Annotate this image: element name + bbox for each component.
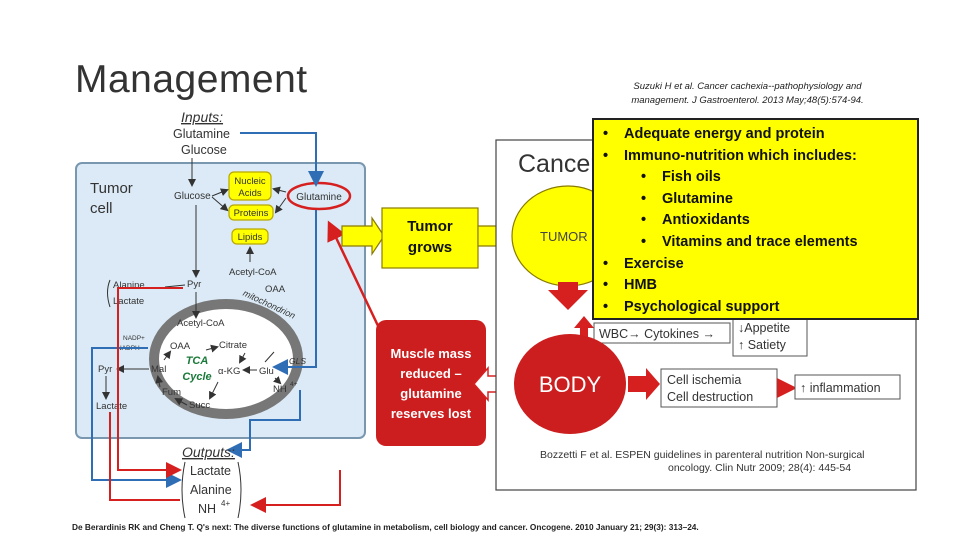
oaa-cytosol: OAA [265,284,286,295]
mal-node: Mal [151,364,166,375]
tumor-grows-box [381,207,479,269]
body-feedback-arrow [574,316,594,338]
input-glutamine: Glutamine [173,127,230,141]
inputs-label: Inputs: [181,109,223,125]
inflammation-box [794,374,901,400]
ischemia-box [660,368,778,408]
nh4-node: NH [273,384,287,395]
acetyl-coa-cytosol: Acetyl-CoA [229,267,277,278]
glucose-node: Glucose [174,191,211,202]
wbc-box [593,322,731,344]
alpha-kg-node: α-KG [218,366,240,377]
mitochondrion-shape [149,299,303,419]
sub-bullet-item: Fish oils [594,167,917,189]
tumor-cell-label-1: Tumor [90,180,133,197]
sub-bullet-item: Glutamine [594,189,917,211]
lactate-node: Lactate [113,296,144,307]
muscle-line4: reserves lost [391,406,472,421]
alanine-node: Alanine [113,280,145,291]
nh4-superscript: 4+ [290,381,298,388]
output-nh4-superscript: 4+ [221,499,230,508]
succ-node: Succ [189,400,210,411]
bullet-item: Psychological support [594,297,917,319]
cell-destruction-text: Cell destruction [667,390,753,404]
tca-cycle-label-1: TCA [186,355,209,367]
red-flow-arrows [109,287,341,513]
proteins-box [228,204,274,221]
nucleic-acids-line1: Nucleic [234,176,265,187]
outputs-brace-left [181,461,186,519]
cell-ischemia-text: Cell ischemia [667,373,741,387]
body-to-ischemia-arrow [628,368,660,400]
outputs-brace-right [237,461,242,519]
pyr-cytosol: Pyr [187,279,201,290]
citrate-node: Citrate [219,340,247,351]
proteins-label: Proteins [234,208,269,219]
citation-suzuki: Suzuki H et al. Cancer cachexia--pathoph… [600,80,895,108]
fum-node: Fum [162,387,181,398]
citation-deberardinis: De Berardinis RK and Cheng T. Q's next: … [72,522,699,532]
slide-title: Management [75,58,308,101]
sub-bullet-item: Vitamins and trace elements [594,232,917,254]
alanine-lactate-brace [107,279,111,308]
cancer-panel-title: Cancer [518,150,599,178]
blue-flow-arrows [91,132,324,488]
oaa-mito: OAA [170,341,191,352]
tumor-circle-label: TUMOR [540,229,588,244]
wbc-text: WBC→ Cytokines → [599,327,715,341]
input-glucose: Glucose [181,143,227,157]
inflammation-text: ↑ inflammation [800,381,881,395]
bullet-item: Immuno-nutrition which includes: [594,146,917,168]
muscle-line2: reduced – [400,366,461,381]
nucleic-acids-line2: Acids [238,188,261,199]
nutrition-bullet-list: Adequate energy and proteinImmuno-nutrit… [594,120,917,318]
appetite-text: ↓Appetite [738,321,790,335]
nucleic-acids-box [228,171,272,201]
satiety-text: ↑ Satiety [738,338,787,352]
tumor-grows-line2: grows [408,239,452,256]
output-nh4: NH [198,502,216,516]
pyr-left-node: Pyr [98,364,112,375]
tumor-to-body-arrow [548,282,588,310]
bullet-item: Exercise [594,254,917,276]
lactate-left-node: Lactate [96,401,127,412]
body-circle [514,334,626,434]
muscle-line1: Muscle mass [391,346,472,361]
nadp-label: NADP+ [123,335,145,342]
bozzetti-citation-line1: Bozzetti F et al. ESPEN guidelines in pa… [540,449,865,461]
muscle-mass-box [376,320,486,446]
lipids-label: Lipids [238,232,263,243]
glutamine-reserves-arrow [327,220,382,331]
citation-suzuki-line2: management. J Gastroenterol. 2013 May;48… [631,95,864,106]
muscle-line3: glutamine [400,386,461,401]
lipids-box [231,228,269,245]
body-circle-label: BODY [539,372,602,397]
acetyl-coa-mito: Acetyl-CoA [177,318,225,329]
outputs-label: Outputs: [182,444,235,460]
output-alanine: Alanine [190,483,232,497]
bullet-item: Adequate energy and protein [594,124,917,146]
tumor-grows-line1: Tumor [407,218,453,235]
nutrition-bullet-box: Adequate energy and proteinImmuno-nutrit… [592,118,919,320]
appetite-box [732,317,808,357]
tca-cycle-label-2: Cycle [182,371,211,383]
glutamine-node: Glutamine [296,192,342,203]
bullet-item: HMB [594,275,917,297]
gls-label: GLS [289,356,306,366]
metabolic-arrows [102,158,287,406]
tumor-grows-arrow-left [341,216,385,256]
bozzetti-citation-line2: oncology. Clin Nutr 2009; 28(4): 445-54 [668,462,851,474]
citation-suzuki-line1: Suzuki H et al. Cancer cachexia--pathoph… [633,81,862,92]
glu-node: Glu [259,366,274,377]
output-lactate: Lactate [190,464,231,478]
tumor-cell-label-2: cell [90,200,113,217]
sub-bullet-item: Antioxidants [594,210,917,232]
